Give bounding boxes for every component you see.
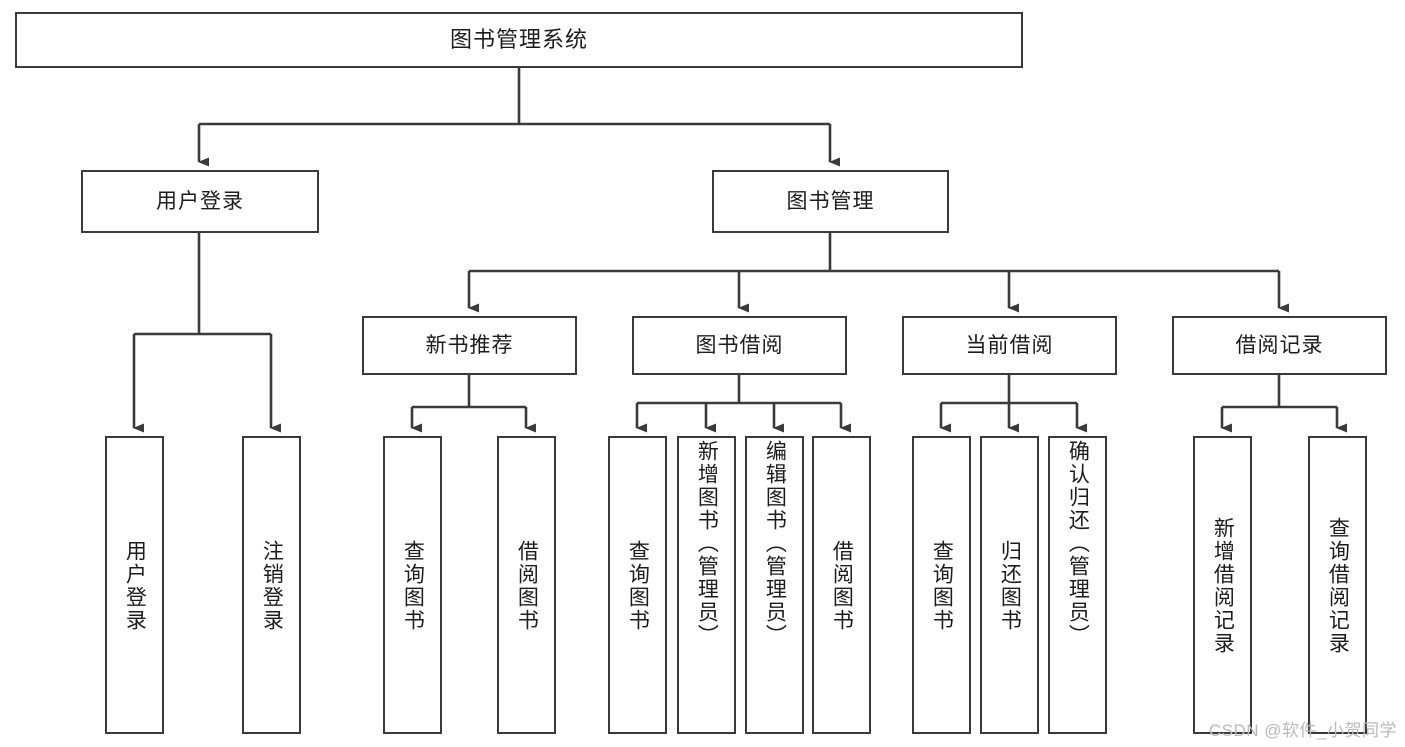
node-label: 新增借阅记录	[1211, 517, 1235, 655]
node-leaf-logout-login[interactable]: 注销登录	[242, 436, 301, 734]
node-leaf-query-book-current[interactable]: 查询图书	[912, 436, 971, 734]
node-leaf-borrow-book-recommend[interactable]: 借阅图书	[497, 436, 556, 734]
node-label: 图书管理	[786, 189, 875, 213]
node-leaf-return-book[interactable]: 归还图书	[980, 436, 1039, 734]
node-leaf-add-borrow-record[interactable]: 新增借阅记录	[1193, 436, 1252, 734]
node-label: 当前借阅	[965, 333, 1054, 357]
node-label: 用户登录	[123, 540, 147, 632]
node-label: 归还图书	[998, 540, 1022, 632]
node-root-book-management-system[interactable]: 图书管理系统	[15, 12, 1023, 68]
node-label: 借阅图书	[515, 540, 539, 632]
node-label: 查询图书	[626, 540, 650, 632]
node-new-book-recommend[interactable]: 新书推荐	[362, 316, 577, 375]
node-label: 编辑图书（管理员）	[763, 440, 787, 647]
node-label: 用户登录	[156, 189, 244, 213]
watermark-text: CSDN @软件_小贺同学	[1208, 721, 1397, 740]
node-current-borrow[interactable]: 当前借阅	[902, 316, 1117, 375]
node-user-login[interactable]: 用户登录	[81, 170, 319, 233]
node-label: 查询图书	[930, 540, 954, 632]
node-leaf-user-login[interactable]: 用户登录	[105, 436, 164, 734]
node-book-management[interactable]: 图书管理	[712, 170, 949, 233]
node-leaf-query-book-borrow[interactable]: 查询图书	[608, 436, 667, 734]
node-label: 注销登录	[260, 540, 284, 632]
node-label: 图书借阅	[695, 333, 784, 357]
node-label: 确认归还（管理员）	[1066, 440, 1090, 647]
node-leaf-add-book[interactable]: 新增图书（管理员）	[677, 436, 736, 734]
node-label: 借阅记录	[1235, 333, 1324, 357]
node-leaf-borrow-book[interactable]: 借阅图书	[812, 436, 871, 734]
node-label: 新增图书（管理员）	[695, 440, 719, 647]
node-leaf-query-borrow-record[interactable]: 查询借阅记录	[1308, 436, 1367, 734]
node-leaf-edit-book[interactable]: 编辑图书（管理员）	[745, 436, 804, 734]
node-book-borrow[interactable]: 图书借阅	[632, 316, 847, 375]
node-label: 新书推荐	[425, 333, 514, 357]
node-label: 图书管理系统	[449, 26, 588, 52]
node-leaf-query-book-recommend[interactable]: 查询图书	[383, 436, 442, 734]
node-label: 借阅图书	[830, 540, 854, 632]
node-label: 查询借阅记录	[1326, 517, 1350, 655]
node-label: 查询图书	[401, 540, 425, 632]
node-borrow-record[interactable]: 借阅记录	[1172, 316, 1387, 375]
node-leaf-confirm-return[interactable]: 确认归还（管理员）	[1048, 436, 1107, 734]
